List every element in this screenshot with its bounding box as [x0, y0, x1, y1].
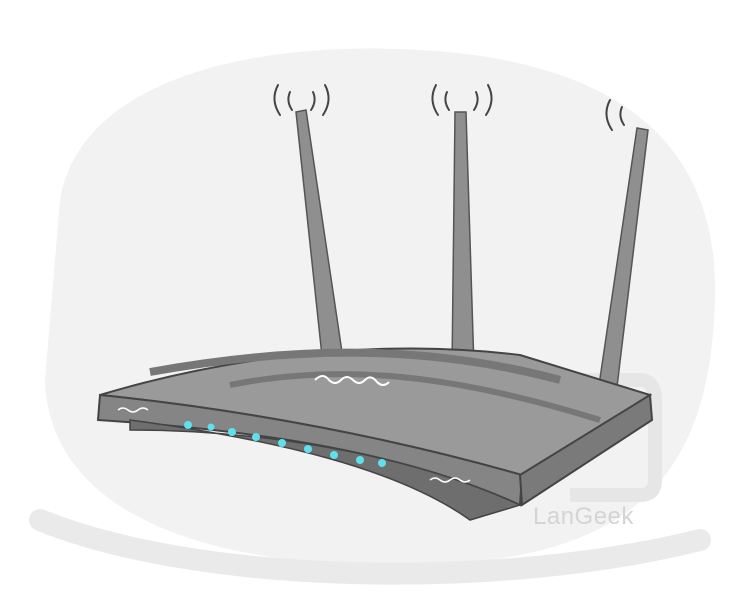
led-icon — [304, 445, 312, 453]
led-icon — [278, 439, 286, 447]
watermark-logo — [560, 373, 662, 502]
background-swoosh — [29, 509, 711, 585]
led-icon — [207, 423, 215, 431]
router-body — [96, 347, 654, 521]
led-icon — [252, 433, 260, 441]
led-icon — [228, 428, 236, 436]
wifi-signal-icon — [273, 84, 625, 131]
watermark: LanGeek — [533, 503, 634, 530]
power-led-icon — [184, 421, 192, 429]
led-icon — [378, 459, 386, 467]
led-icon — [356, 456, 364, 464]
status-leds — [184, 421, 386, 467]
led-icon — [330, 451, 338, 459]
